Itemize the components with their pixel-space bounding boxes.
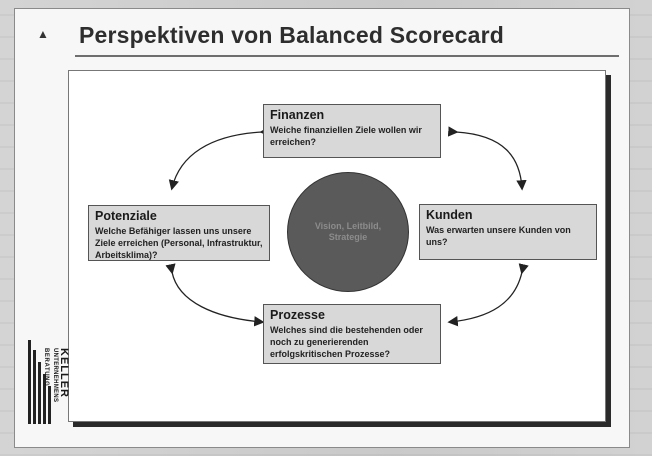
box-potenziale-title: Potenziale: [95, 209, 157, 223]
box-kunden-text: Was erwarten unsere Kunden von uns?: [426, 225, 571, 247]
box-prozesse: Prozesse Welches sind die bestehenden od…: [263, 304, 441, 364]
logo-bar: [43, 374, 46, 424]
center-line2: Strategie: [328, 232, 368, 242]
center-circle: Vision, Leitbild, Strategie: [287, 172, 409, 292]
logo-line1: KELLER: [58, 348, 70, 398]
keller-logo: KELLER UNTERNEHMENS BERATUNG: [28, 340, 70, 424]
logo-bar: [28, 340, 31, 424]
box-finanzen-title: Finanzen: [270, 108, 325, 122]
slide-title: Perspektiven von Balanced Scorecard: [79, 22, 505, 48]
box-potenziale-text: Welche Befähiger lassen uns unsere Ziele…: [95, 226, 263, 260]
box-prozesse-title: Prozesse: [270, 308, 325, 322]
logo-bar: [48, 386, 51, 424]
box-kunden: Kunden Was erwarten unsere Kunden von un…: [419, 204, 597, 260]
title-row: ▲ Perspektiven von Balanced Scorecard: [15, 9, 629, 57]
logo-text: KELLER UNTERNEHMENS BERATUNG: [38, 348, 70, 418]
box-finanzen: Finanzen Weiche finanziellen Ziele wolle…: [263, 104, 441, 158]
box-kunden-title: Kunden: [426, 208, 473, 222]
logo-line3: BERATUNG: [43, 348, 49, 387]
box-prozesse-text: Welches sind die bestehenden oder noch z…: [270, 325, 423, 359]
logo-bar: [38, 362, 41, 424]
center-line1: Vision, Leitbild,: [314, 221, 382, 231]
logo-line2: UNTERNEHMENS: [52, 348, 58, 403]
box-potenziale: Potenziale Welche Befähiger lassen uns u…: [88, 205, 270, 261]
logo-bar: [33, 350, 36, 424]
title-bullet-icon: ▲: [37, 27, 49, 41]
title-divider: [75, 55, 619, 57]
box-finanzen-text: Weiche finanziellen Ziele wollen wir err…: [270, 125, 422, 147]
